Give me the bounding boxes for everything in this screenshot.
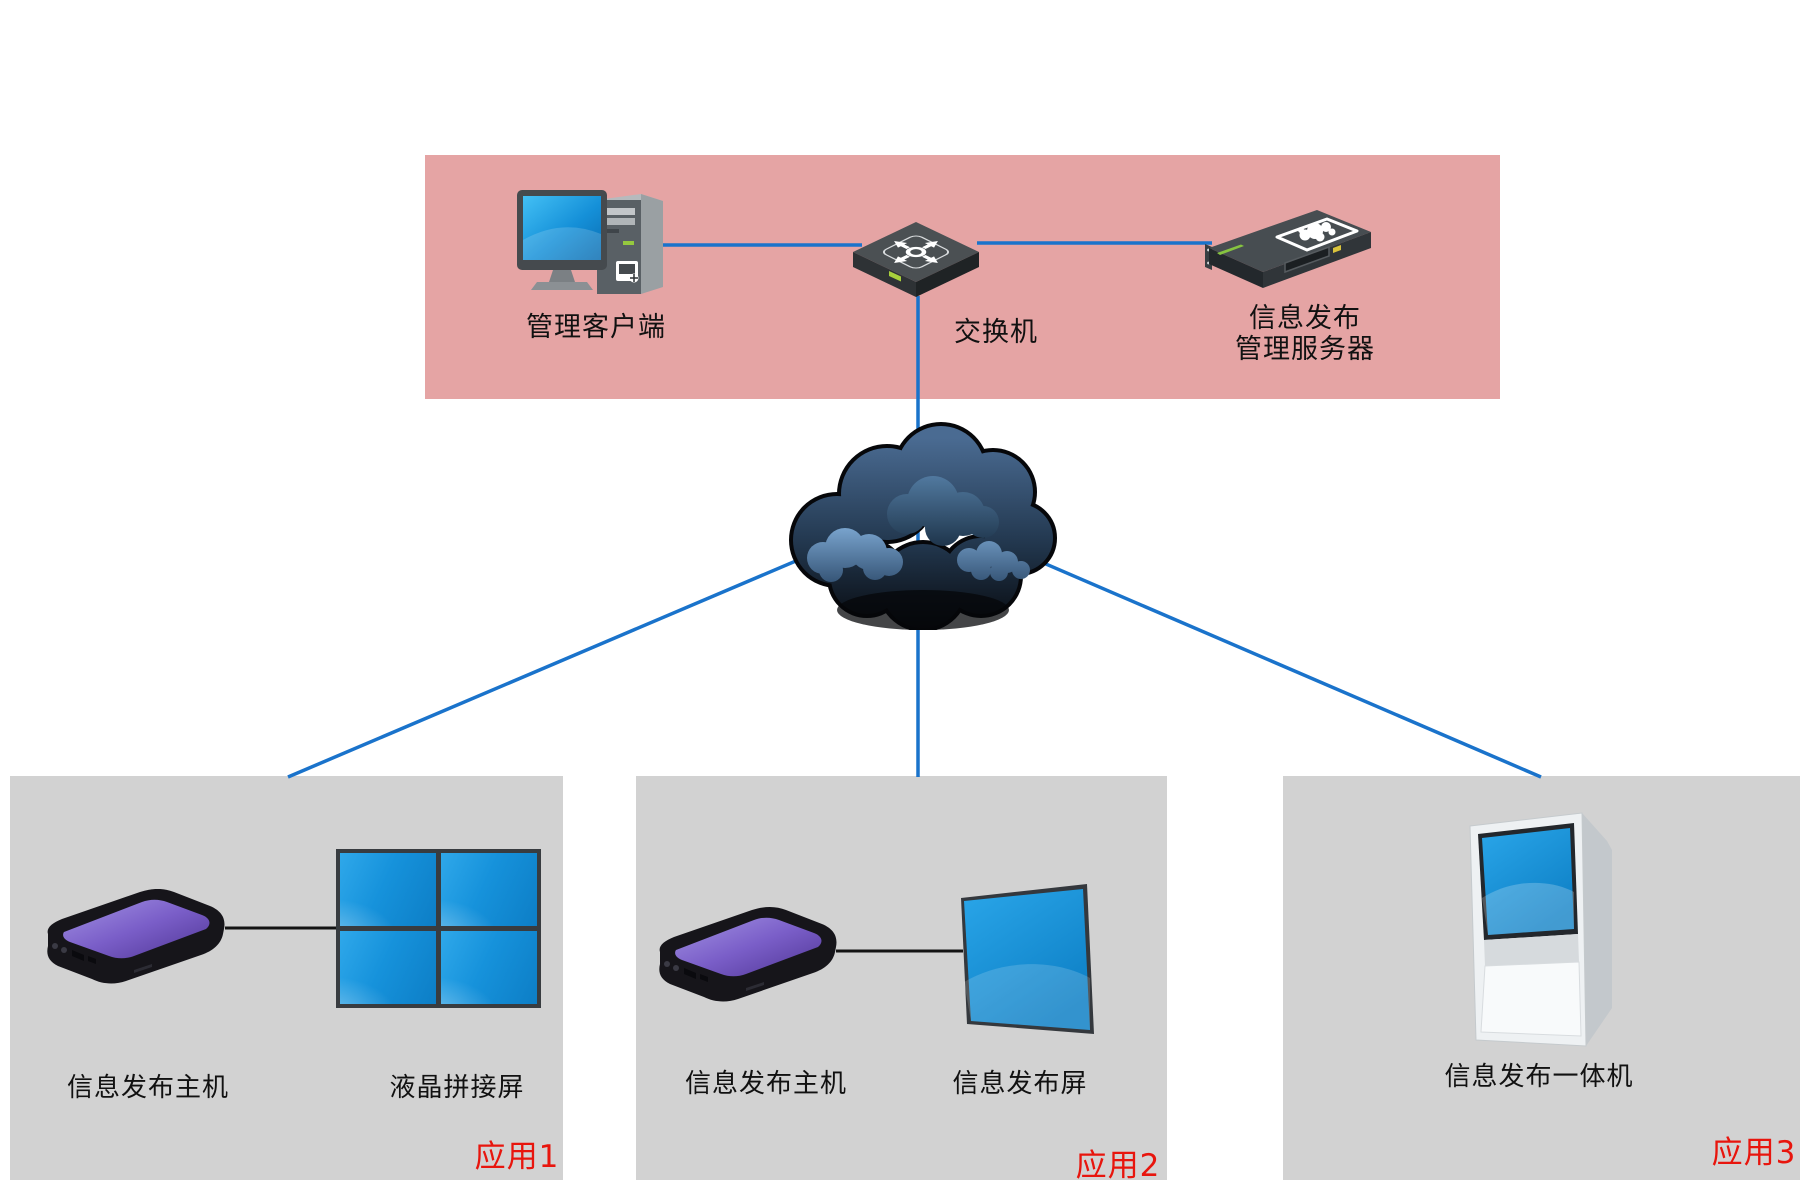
link-cloud-app1 — [287, 507, 919, 779]
switch-label: 交换机 — [954, 317, 1038, 348]
app1-badge: 应用1 — [474, 1139, 560, 1175]
app2-badge: 应用2 — [1075, 1148, 1161, 1184]
application-zone-3 — [1283, 776, 1800, 1180]
video-wall-panel — [441, 931, 537, 1004]
app2-screen-label: 信息发布屏 — [952, 1069, 1088, 1099]
app3-kiosk-label: 信息发布一体机 — [1444, 1062, 1634, 1092]
video-wall-panel — [340, 931, 436, 1004]
app1-host-label: 信息发布主机 — [66, 1073, 230, 1103]
app1-videowall-label: 液晶拼接屏 — [389, 1073, 525, 1103]
video-wall-panel — [340, 853, 436, 926]
link-cloud-app3 — [917, 507, 1542, 779]
cloud-inner-puff-dark — [887, 476, 999, 546]
cloud-inner-puff-light — [807, 528, 903, 582]
server-label-line2: 管理服务器 — [1235, 334, 1375, 365]
app3-badge: 应用3 — [1711, 1135, 1797, 1171]
network-cloud-icon — [789, 422, 1057, 630]
client-label: 管理客户端 — [526, 312, 666, 343]
video-wall-panel — [441, 853, 537, 926]
server-label-line1: 信息发布 — [1249, 303, 1361, 334]
app2-host-label: 信息发布主机 — [684, 1069, 848, 1099]
video-wall-icon — [336, 849, 541, 1008]
server-label: 信息发布 管理服务器 — [1235, 303, 1375, 365]
application-zone-2 — [636, 776, 1167, 1180]
